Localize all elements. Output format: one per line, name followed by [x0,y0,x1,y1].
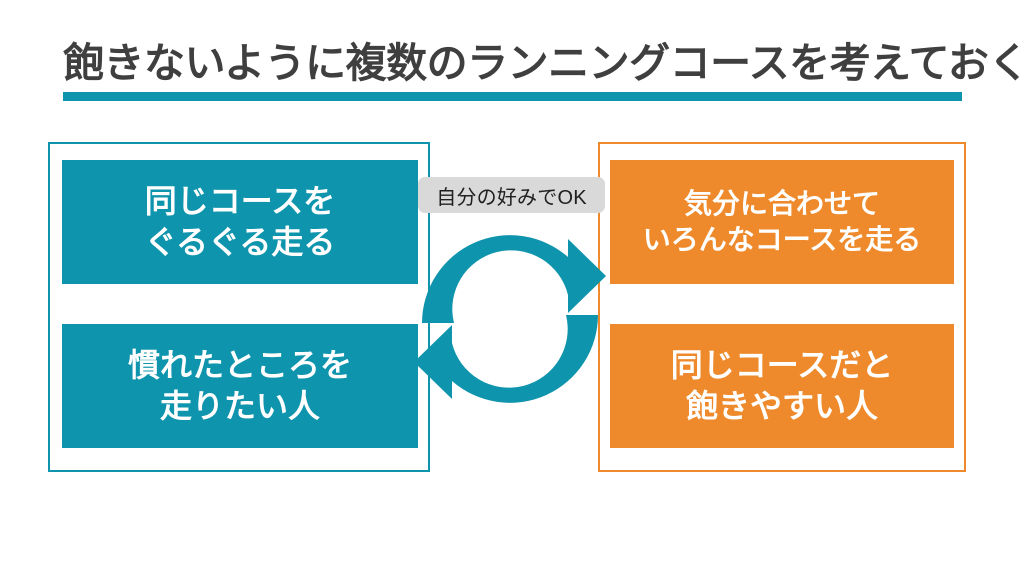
choice-badge: 自分の好みでOK [418,177,605,213]
right-bottom-box-line1: 同じコースだと [670,347,894,384]
right-bottom-box-line2: 飽きやすい人 [685,388,878,424]
right-option-frame: 気分に合わせて いろんなコースを走る 同じコースだと 飽きやすい人 [598,142,966,472]
left-top-box: 同じコースを ぐるぐる走る [62,160,418,284]
cycle-arrows-icon [410,219,610,419]
left-option-frame: 同じコースを ぐるぐる走る 慣れたところを 走りたい人 [48,142,430,472]
left-bottom-box-line2: 走りたい人 [159,388,320,424]
right-top-box-line2: いろんなコースを走る [642,224,922,255]
right-bottom-box: 同じコースだと 飽きやすい人 [610,324,954,448]
choice-badge-label: 自分の好みでOK [436,186,587,209]
cycle-arrow-top-path [422,235,606,323]
title-block: 飽きないように複数のランニングコースを考えておく [63,38,1024,101]
title-underline-rule [63,92,962,101]
page-title: 飽きないように複数のランニングコースを考えておく [63,40,1024,86]
right-top-box-line1: 気分に合わせて [683,188,880,220]
right-top-box: 気分に合わせて いろんなコースを走る [610,160,954,284]
cycle-arrow-bottom-path [414,315,598,403]
left-bottom-box: 慣れたところを 走りたい人 [62,324,418,448]
left-bottom-box-line1: 慣れたところを [127,347,352,384]
left-top-box-line2: ぐるぐる走る [144,224,336,260]
left-top-box-line1: 同じコースを [144,183,336,220]
